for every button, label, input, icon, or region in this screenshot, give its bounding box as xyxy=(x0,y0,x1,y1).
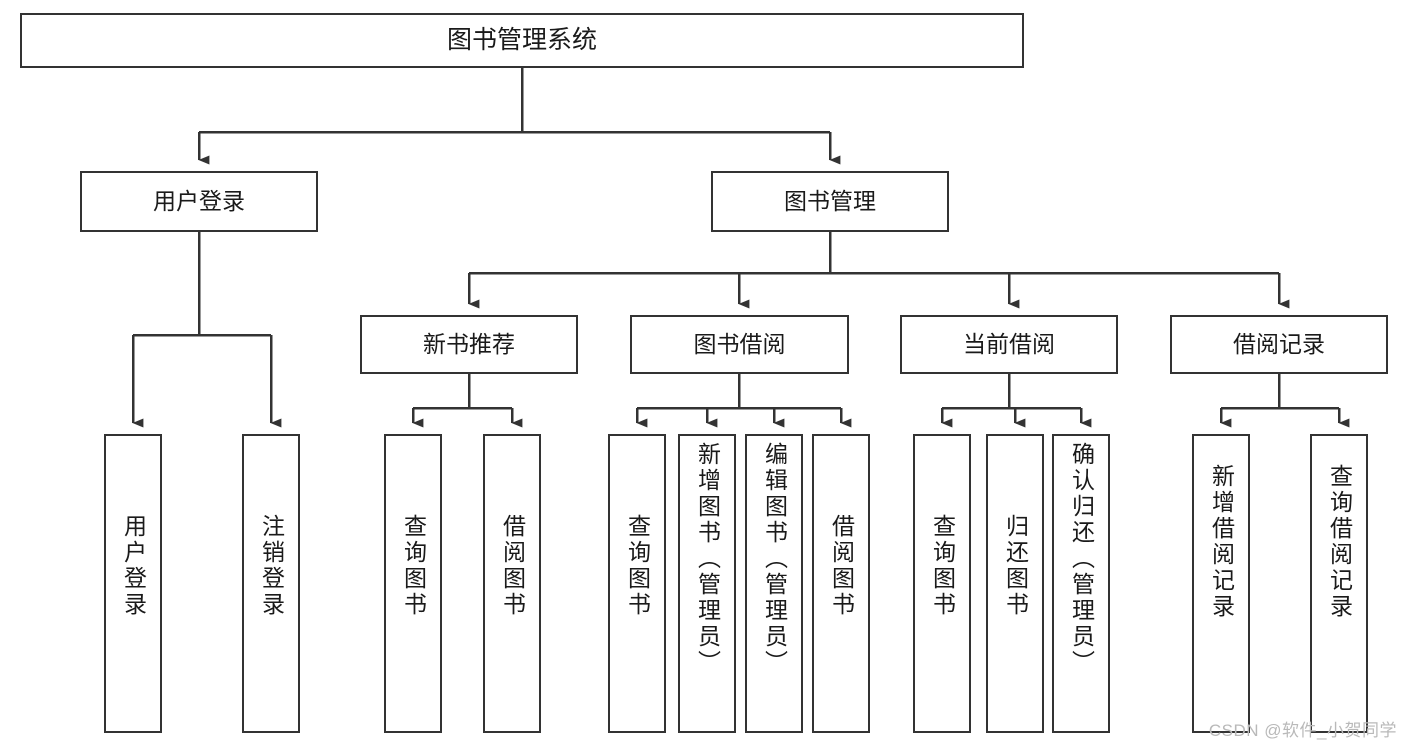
watermark: CSDN @软件_小贺同学 xyxy=(1208,721,1397,740)
node-leaf-edit-book-admin-label: 编辑图书（管理员） xyxy=(761,442,788,676)
node-leaf-query-book-1[interactable]: 查询图书 xyxy=(384,434,442,733)
node-leaf-borrow-book-1-label: 借阅图书 xyxy=(499,514,526,618)
node-leaf-query-book-2[interactable]: 查询图书 xyxy=(608,434,666,733)
node-leaf-edit-book-admin[interactable]: 编辑图书（管理员） xyxy=(745,434,803,733)
node-current-borrow-label: 当前借阅 xyxy=(963,330,1055,357)
node-leaf-query-book-3[interactable]: 查询图书 xyxy=(913,434,971,733)
node-leaf-add-book-admin-label: 新增图书（管理员） xyxy=(694,442,721,676)
node-borrow-record[interactable]: 借阅记录 xyxy=(1170,315,1388,374)
node-leaf-borrow-book-2-label: 借阅图书 xyxy=(828,514,855,618)
node-leaf-add-book-admin[interactable]: 新增图书（管理员） xyxy=(678,434,736,733)
node-root[interactable]: 图书管理系统 xyxy=(20,13,1024,68)
node-user-login-label: 用户登录 xyxy=(153,187,245,214)
node-leaf-query-borrow-record[interactable]: 查询借阅记录 xyxy=(1310,434,1368,733)
node-leaf-add-borrow-record[interactable]: 新增借阅记录 xyxy=(1192,434,1250,733)
node-leaf-return-book-label: 归还图书 xyxy=(1002,514,1029,618)
node-book-borrow-label: 图书借阅 xyxy=(693,330,786,357)
node-leaf-user-login[interactable]: 用户登录 xyxy=(104,434,162,733)
node-leaf-user-login-label: 用户登录 xyxy=(120,514,147,618)
node-new-book-recommend[interactable]: 新书推荐 xyxy=(360,315,578,374)
node-leaf-query-book-1-label: 查询图书 xyxy=(400,514,427,618)
node-leaf-logout[interactable]: 注销登录 xyxy=(242,434,300,733)
node-leaf-return-book[interactable]: 归还图书 xyxy=(986,434,1044,733)
node-leaf-add-borrow-record-label: 新增借阅记录 xyxy=(1208,464,1235,620)
node-borrow-record-label: 借阅记录 xyxy=(1233,330,1325,357)
node-leaf-logout-label: 注销登录 xyxy=(258,514,285,618)
node-book-borrow[interactable]: 图书借阅 xyxy=(630,315,849,374)
node-book-manage[interactable]: 图书管理 xyxy=(711,171,949,232)
node-leaf-query-book-3-label: 查询图书 xyxy=(929,514,956,618)
node-leaf-confirm-return-admin-label: 确认归还（管理员） xyxy=(1068,442,1095,676)
node-leaf-confirm-return-admin[interactable]: 确认归还（管理员） xyxy=(1052,434,1110,733)
node-leaf-query-book-2-label: 查询图书 xyxy=(624,514,651,618)
node-leaf-query-borrow-record-label: 查询借阅记录 xyxy=(1326,464,1353,620)
node-book-manage-label: 图书管理 xyxy=(784,187,876,214)
node-leaf-borrow-book-2[interactable]: 借阅图书 xyxy=(812,434,870,733)
node-leaf-borrow-book-1[interactable]: 借阅图书 xyxy=(483,434,541,733)
node-new-book-recommend-label: 新书推荐 xyxy=(423,330,515,357)
node-root-label: 图书管理系统 xyxy=(446,25,597,54)
node-current-borrow[interactable]: 当前借阅 xyxy=(900,315,1118,374)
node-user-login[interactable]: 用户登录 xyxy=(80,171,318,232)
